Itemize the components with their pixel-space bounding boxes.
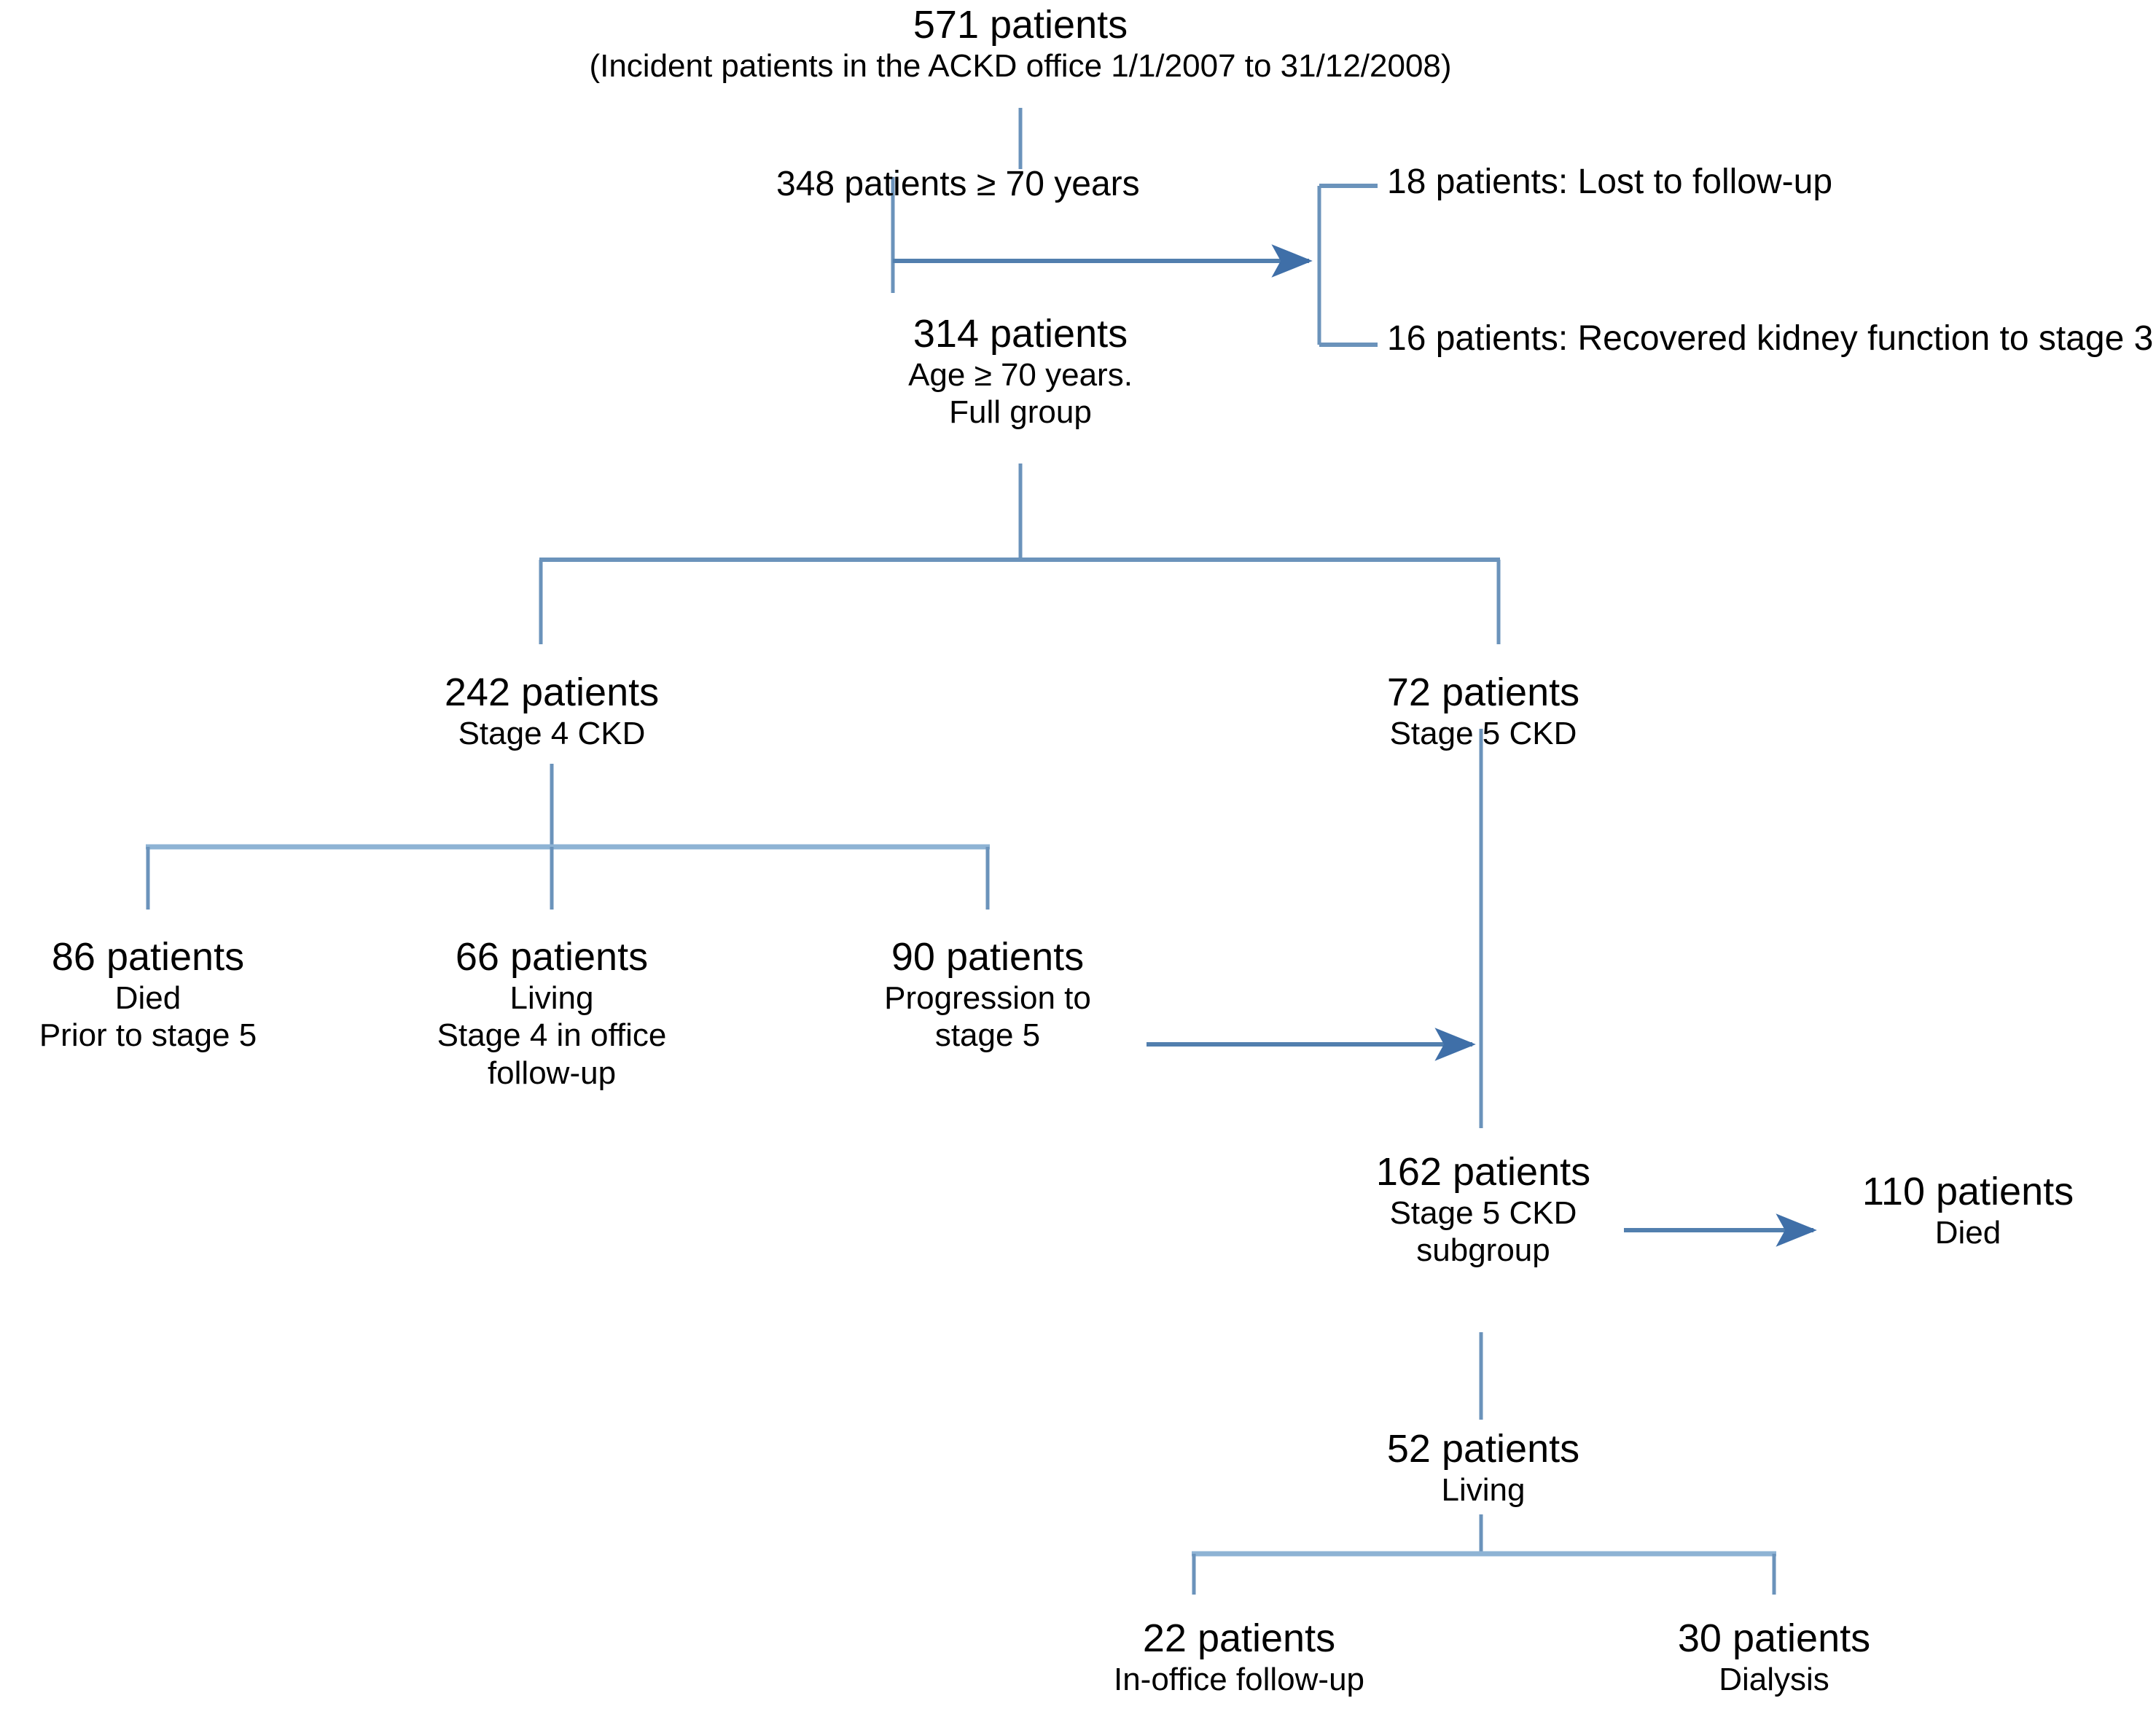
exclusion-2-text: 16 patients: Recovered kidney function t… [1387, 319, 2154, 358]
node-stage4-outcome-progression: 90 patients Progression to stage 5 [884, 935, 1091, 1055]
node-subgroup-living: 52 patients Living [1387, 1427, 1579, 1509]
node-full-group: 314 patients Age ≥ 70 years. Full group [908, 312, 1133, 431]
root-count: 571 patients [913, 3, 1128, 47]
node-living-outcome-dialysis: 30 patients Dialysis [1678, 1616, 1870, 1698]
subgroup-line2: Stage 5 CKD [1389, 1195, 1577, 1232]
living-outcome-2-line2: Dialysis [1719, 1662, 1829, 1698]
outcome-2-count: 66 patients [455, 935, 649, 979]
stage4-count: 242 patients [444, 670, 660, 714]
outcome-1-line3: Prior to stage 5 [39, 1017, 257, 1054]
full-group-count: 314 patients [913, 312, 1128, 356]
subgroup-count: 162 patients [1375, 1150, 1591, 1194]
outcome-1-count: 86 patients [51, 935, 245, 979]
node-eligible-label: 348 patients ≥ 70 years [776, 164, 1140, 205]
outcome-2-line4: follow-up [487, 1055, 617, 1091]
full-group-line2: Age ≥ 70 years. [908, 357, 1133, 394]
node-exclusion-recovered-function: 16 patients: Recovered kidney function t… [1387, 318, 2156, 359]
node-stage4-outcome-died: 86 patients Died Prior to stage 5 [39, 935, 257, 1055]
root-detail: (Incident patients in the ACKD office 1/… [589, 48, 1452, 85]
stage4-line2: Stage 4 CKD [458, 716, 646, 752]
node-stage5-subgroup: 162 patients Stage 5 CKD subgroup [1376, 1150, 1590, 1270]
subgroup-living-count: 52 patients [1386, 1427, 1580, 1471]
node-stage4-outcome-living: 66 patients Living Stage 4 in office fol… [437, 935, 667, 1092]
outcome-1-line2: Died [114, 980, 181, 1017]
outcome-3-count: 90 patients [891, 935, 1085, 979]
node-subgroup-died: 110 patients Died [1862, 1170, 2074, 1251]
outcome-3-line2: Progression to [884, 980, 1091, 1017]
full-group-line3: Full group [949, 394, 1092, 431]
node-exclusion-lost-to-followup: 18 patients: Lost to follow-up [1387, 162, 1832, 203]
exclusion-1-text: 18 patients: Lost to follow-up [1387, 163, 1833, 201]
eligible-label-text: 348 patients ≥ 70 years [776, 165, 1140, 203]
subgroup-living-line2: Living [1441, 1472, 1526, 1509]
subgroup-died-count: 110 patients [1862, 1170, 2074, 1213]
stage5-count: 72 patients [1386, 670, 1580, 714]
node-stage5: 72 patients Stage 5 CKD [1387, 670, 1579, 752]
outcome-2-line2: Living [509, 980, 594, 1017]
living-outcome-1-count: 22 patients [1142, 1616, 1336, 1660]
living-outcome-2-count: 30 patients [1677, 1616, 1871, 1660]
stage5-line2: Stage 5 CKD [1389, 716, 1577, 752]
node-root: 571 patients (Incident patients in the A… [589, 3, 1451, 85]
living-outcome-1-line2: In-office follow-up [1113, 1662, 1365, 1698]
outcome-3-line3: stage 5 [934, 1017, 1041, 1054]
outcome-2-line3: Stage 4 in office [437, 1017, 667, 1054]
node-living-outcome-in-office: 22 patients In-office follow-up [1114, 1616, 1364, 1698]
node-stage4: 242 patients Stage 4 CKD [445, 670, 659, 752]
subgroup-died-line2: Died [1934, 1215, 2001, 1251]
subgroup-line3: subgroup [1416, 1232, 1550, 1269]
